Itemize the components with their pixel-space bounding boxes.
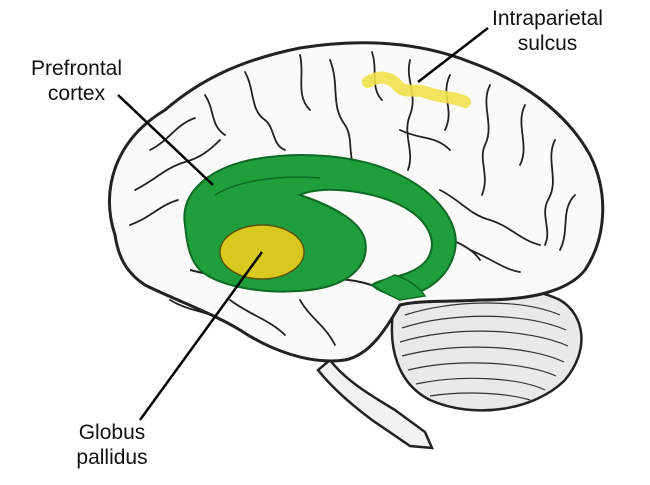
cerebellum [390,285,583,412]
leader-line-intraparietal [417,27,489,83]
label-globus-pallidus: Globus pallidus [52,420,172,470]
leader-line-globus [138,251,264,421]
intraparietal-sulcus-highlight [362,71,471,108]
brainstem [316,358,434,450]
label-globus-line1: Globus [78,421,146,444]
label-globus-line2: pallidus [76,446,148,469]
label-intraparietal-line2: sulcus [517,32,578,55]
label-intraparietal-sulcus: Intraparietal sulcus [470,6,625,56]
label-intraparietal-line1: Intraparietal [492,7,603,30]
label-prefrontal-cortex: Prefrontal cortex [4,56,149,106]
label-prefrontal-line1: Prefrontal [30,57,123,80]
leader-line-prefrontal [117,94,214,186]
label-prefrontal-line2: cortex [47,82,106,105]
